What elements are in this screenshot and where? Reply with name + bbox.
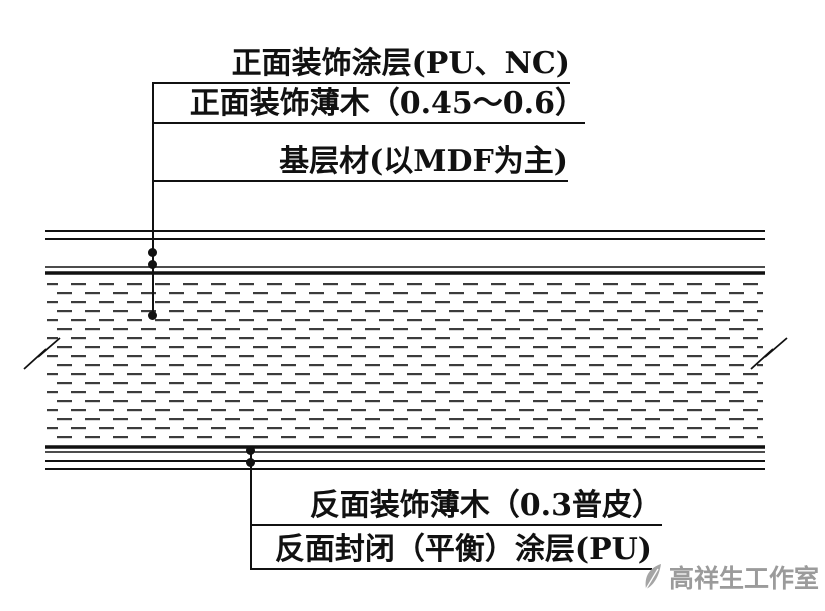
label-front-coating: 正面装饰涂层(PU、NC)	[152, 46, 570, 84]
label-front-veneer: 正面装饰薄木（0.45～0.6）	[152, 86, 585, 124]
bottom-layer-lines	[45, 445, 765, 470]
leader-line-top	[152, 84, 154, 316]
break-mark-left	[23, 337, 61, 370]
top-layer-lines	[45, 230, 765, 275]
mdf-core-hatch	[47, 277, 763, 444]
leader-dot-veneer	[148, 260, 157, 269]
leader-dot-back-coating	[246, 458, 255, 467]
label-back-coating: 反面封闭（平衡）涂层(PU)	[250, 532, 652, 570]
break-mark-right	[750, 337, 788, 370]
leader-dot-coating	[148, 248, 157, 257]
label-base-material: 基层材(以MDF为主)	[152, 144, 568, 182]
studio-watermark: 高祥生工作室	[641, 559, 819, 595]
studio-watermark-text: 高祥生工作室	[668, 564, 819, 593]
leader-line-bottom	[250, 448, 252, 570]
leader-dot-core	[148, 311, 157, 320]
feather-logo-icon	[645, 564, 661, 590]
label-back-veneer: 反面装饰薄木（0.3普皮）	[250, 488, 662, 526]
leader-dot-back-veneer	[246, 446, 255, 455]
